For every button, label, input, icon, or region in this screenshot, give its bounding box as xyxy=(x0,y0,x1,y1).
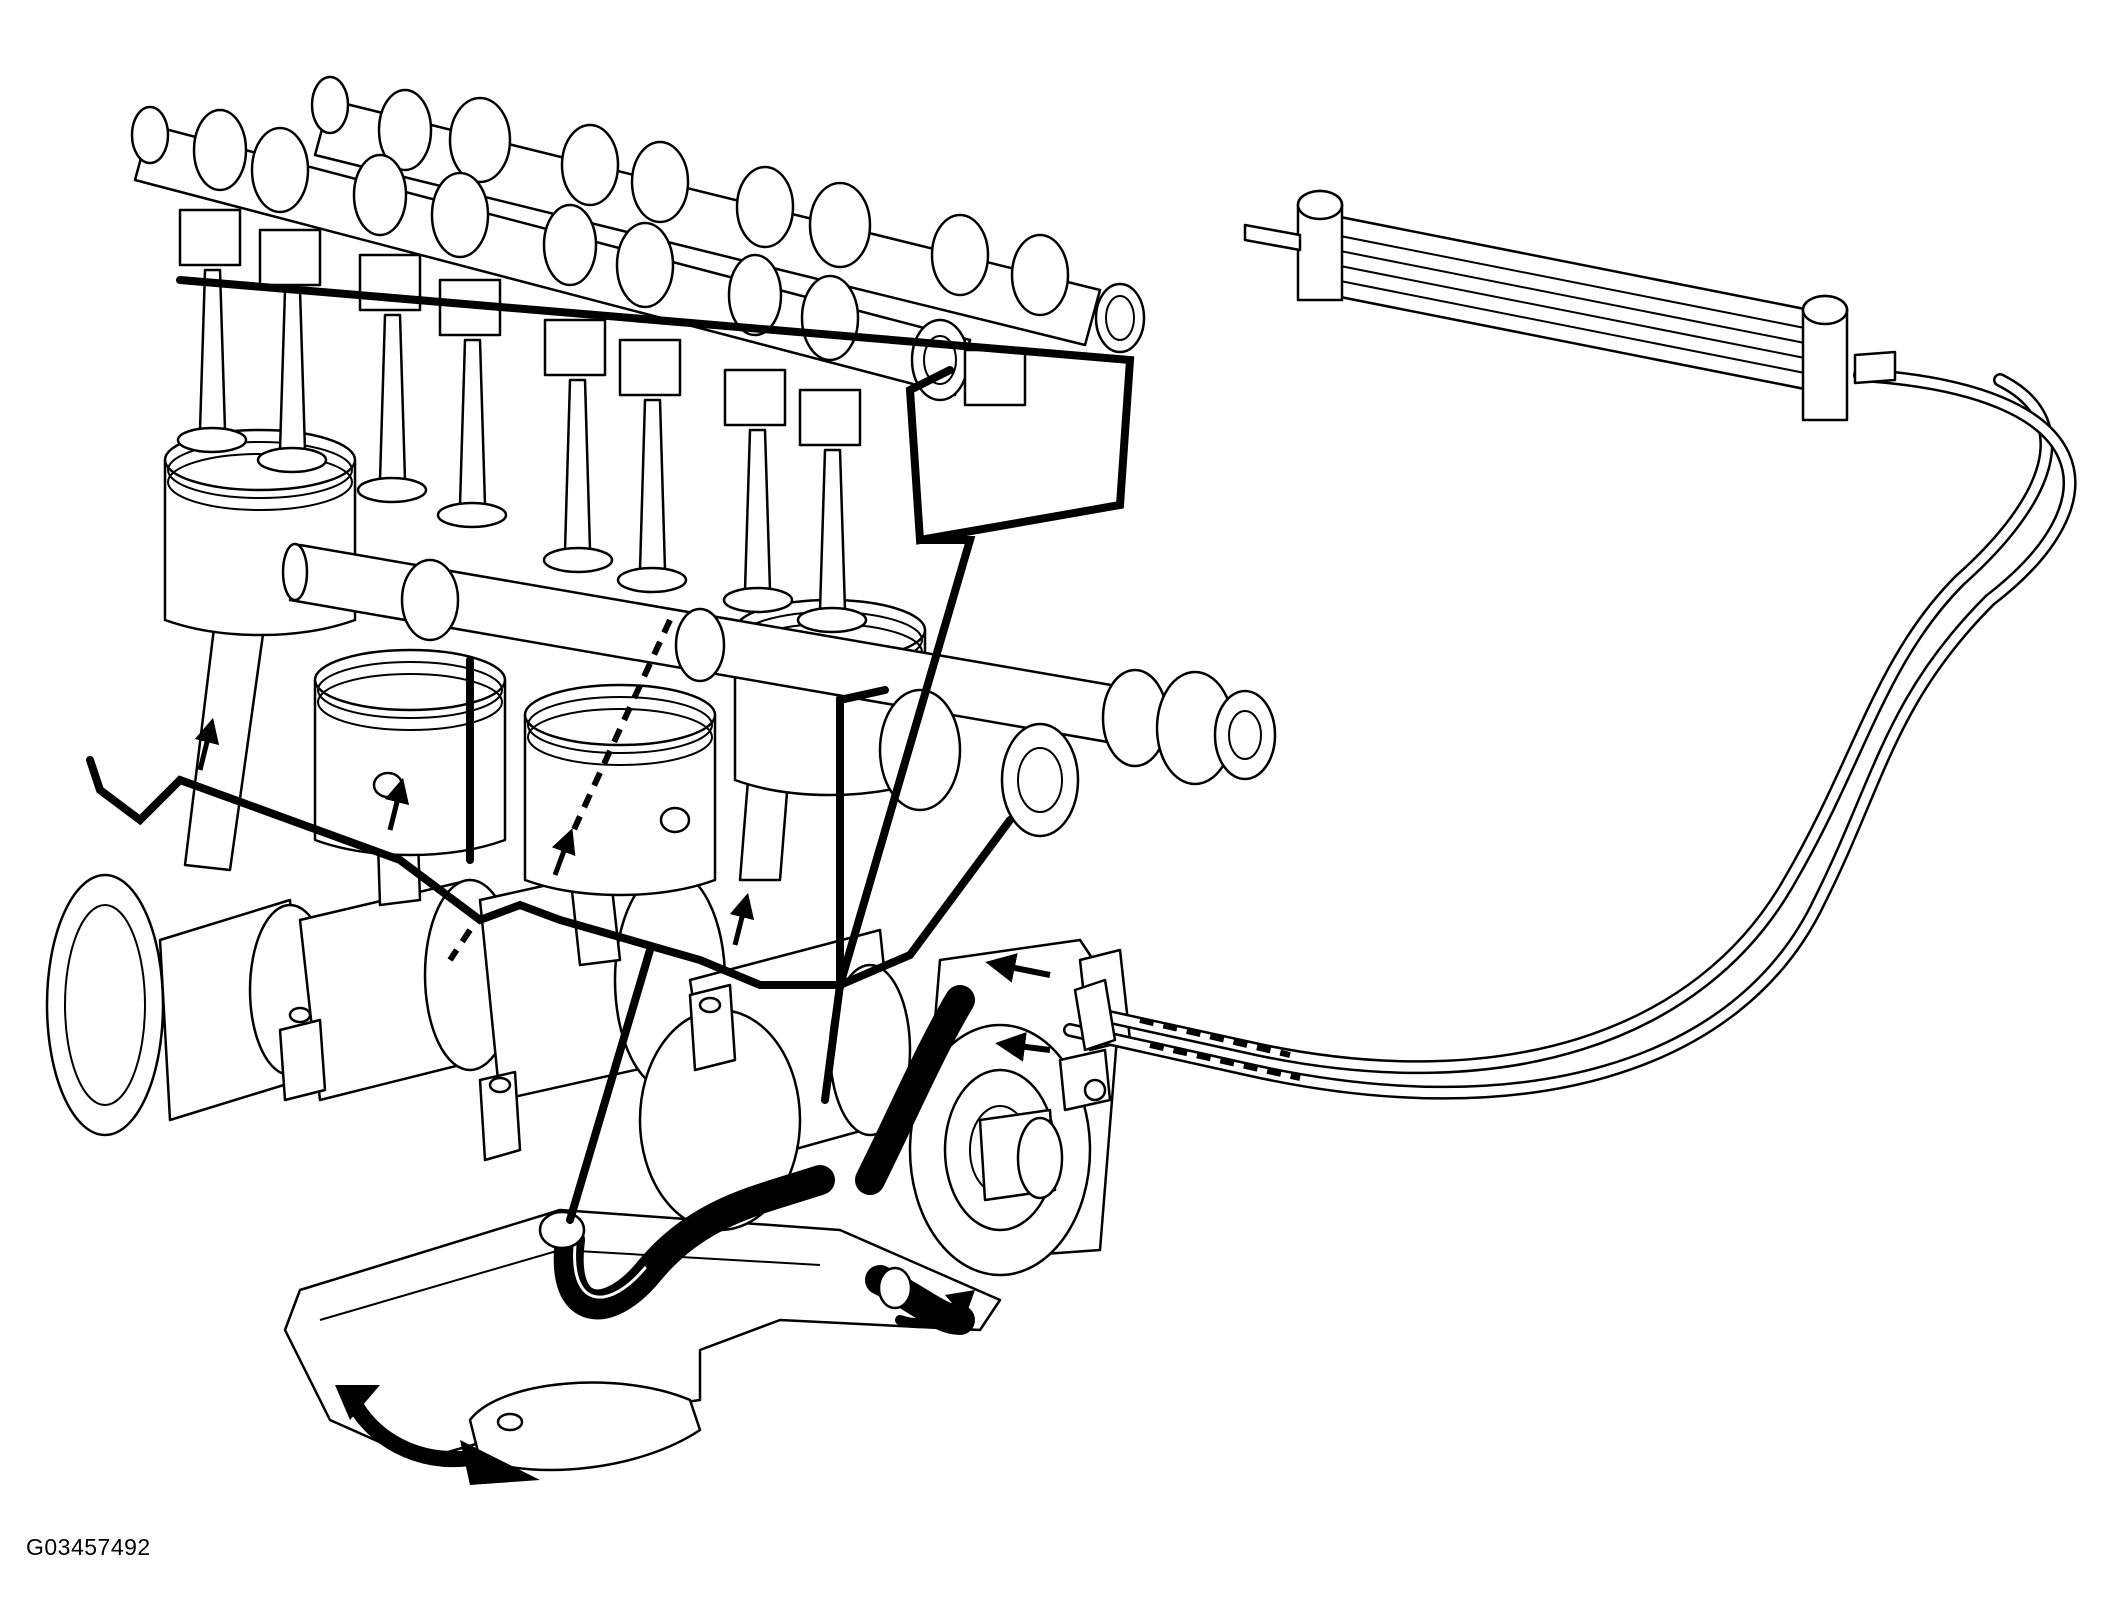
valves xyxy=(176,268,868,634)
oil-pan xyxy=(283,1208,1002,1472)
flow-arrow xyxy=(985,953,1051,983)
exhaust-camshaft xyxy=(310,75,1146,354)
flow-arrow xyxy=(995,1031,1051,1062)
figure-id-label: G03457492 xyxy=(26,1534,151,1560)
flow-arrow xyxy=(729,892,755,946)
crankshaft xyxy=(45,858,912,1232)
pump-rotation-arrow xyxy=(895,1290,975,1329)
oil-pump xyxy=(908,938,1122,1277)
valve-lifters xyxy=(178,208,1027,447)
dashed-flow-lines xyxy=(447,618,1301,1081)
flow-arrow xyxy=(551,828,576,876)
oil-cooler-lines xyxy=(1063,368,2077,1100)
oil-flow-path xyxy=(86,276,1135,1224)
flow-arrow xyxy=(384,777,410,831)
flow-arrow xyxy=(194,717,220,771)
oil-cooler xyxy=(1243,189,1897,422)
rotation-arrow xyxy=(335,1385,540,1485)
flow-arrows xyxy=(194,717,1051,1062)
